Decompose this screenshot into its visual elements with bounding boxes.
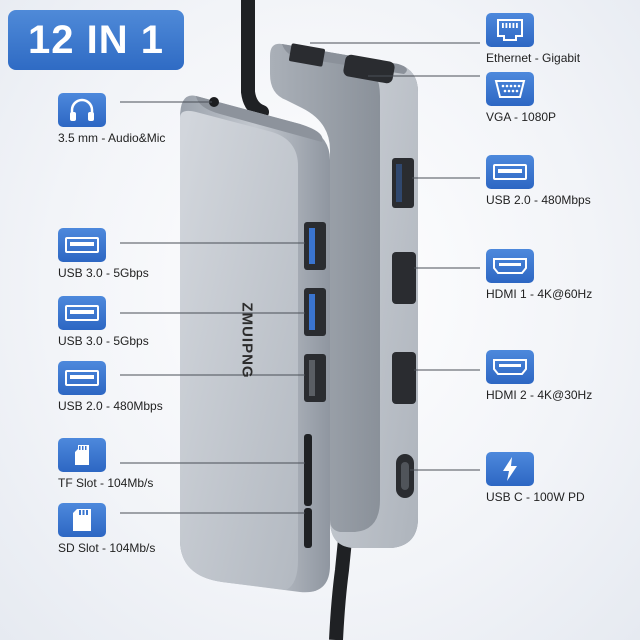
usb-port-icon: [58, 228, 106, 262]
tf-card-icon: [58, 438, 106, 472]
headphone-icon: [58, 93, 106, 127]
port-label-usb2-right: USB 2.0 - 480Mbps: [486, 193, 591, 207]
usb-port-icon: [486, 155, 534, 189]
vga-port-icon: [486, 72, 534, 106]
hdmi-port-icon: [486, 350, 534, 384]
port-label-usb3-1: USB 3.0 - 5Gbps: [58, 266, 149, 280]
hdmi-port-icon: [486, 249, 534, 283]
sd-card-icon: [58, 503, 106, 537]
title-badge: 12 IN 1: [8, 10, 184, 70]
cable-top: [241, 0, 269, 119]
brand-logo: ZMUIPNG: [238, 302, 256, 379]
port-label-usbc: USB C - 100W PD: [486, 490, 585, 504]
tf-slot: [304, 434, 312, 506]
lightning-icon: [486, 452, 534, 486]
usb-port-icon: [58, 296, 106, 330]
port-label-sd: SD Slot - 104Mb/s: [58, 541, 156, 555]
port-label-ethernet: Ethernet - Gigabit: [486, 51, 581, 65]
hdmi-port-1: [392, 252, 416, 304]
hdmi-port-2: [392, 352, 416, 404]
port-label-hdmi2: HDMI 2 - 4K@30Hz: [486, 388, 593, 402]
port-label-vga: VGA - 1080P: [486, 110, 557, 124]
port-label-usb3-2: USB 3.0 - 5Gbps: [58, 334, 149, 348]
ethernet-port-icon: [486, 13, 534, 47]
audio-jack: [209, 97, 219, 107]
port-label-audio: 3.5 mm - Audio&Mic: [58, 131, 166, 145]
port-label-tf: TF Slot - 104Mb/s: [58, 476, 154, 490]
sd-slot: [304, 508, 312, 548]
usb-port-icon: [58, 361, 106, 395]
cable-bottom: [329, 539, 352, 640]
port-label-usb2: USB 2.0 - 480Mbps: [58, 399, 163, 413]
back-usb-port: [392, 158, 414, 208]
port-label-hdmi1: HDMI 1 - 4K@60Hz: [486, 287, 593, 301]
